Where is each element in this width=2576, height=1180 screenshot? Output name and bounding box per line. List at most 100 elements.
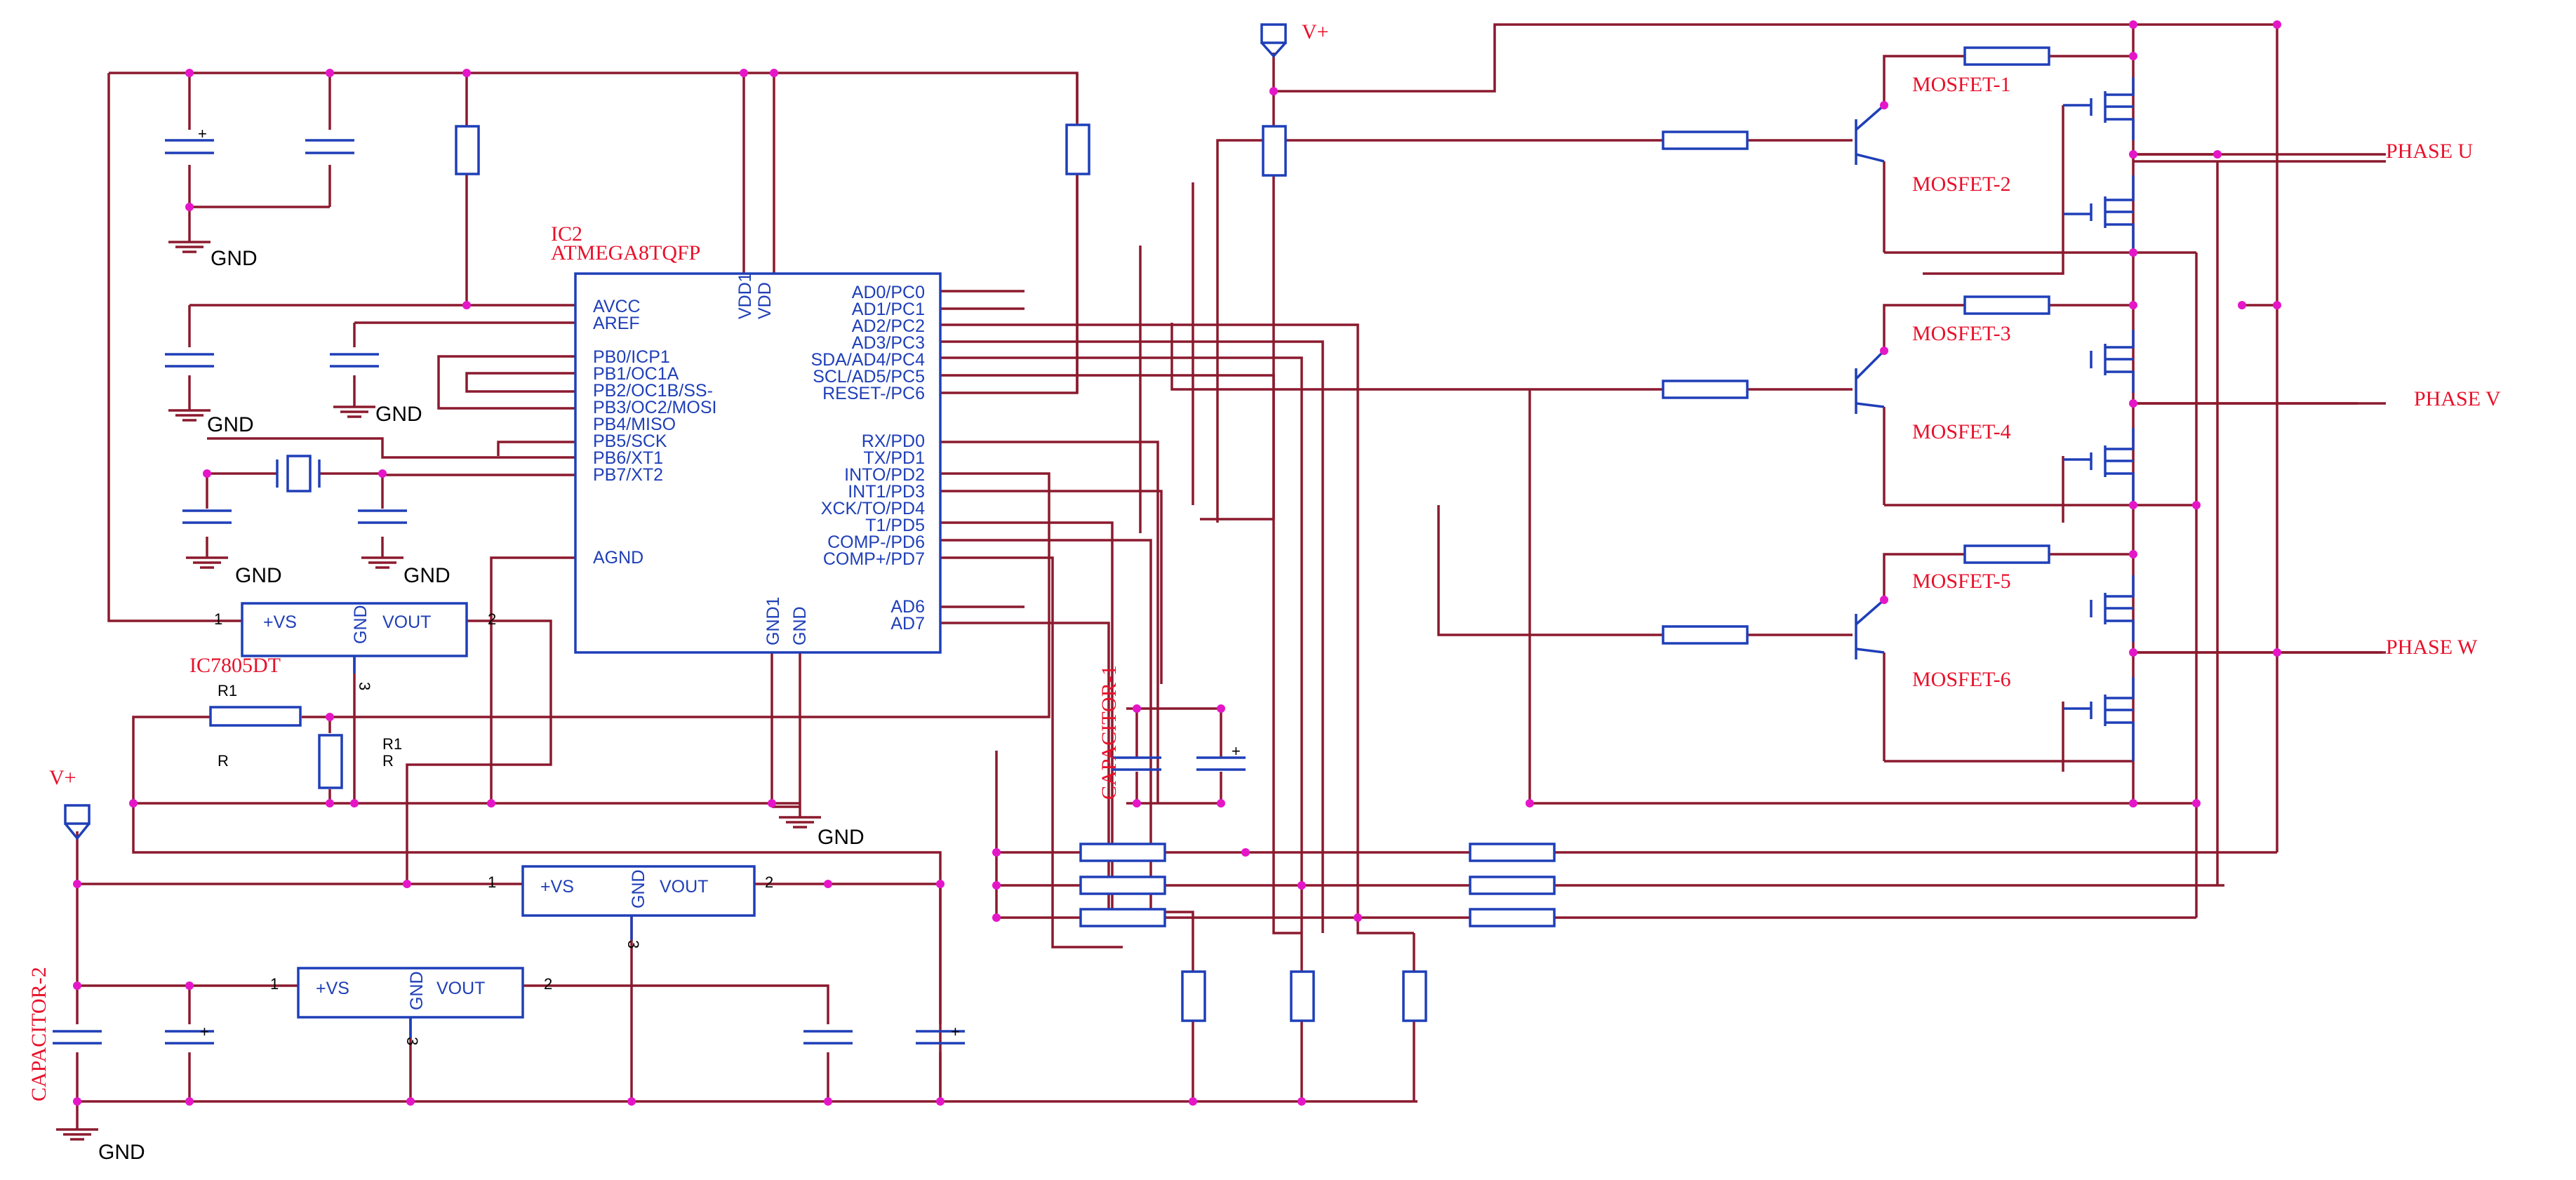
pin-pb0: PB0/ICP1 <box>593 347 670 367</box>
ic2-part: ATMEGA8TQFP <box>551 241 700 264</box>
resistor <box>1469 843 1556 862</box>
pin-pb6: PB6/XT1 <box>593 448 663 468</box>
r1-side-label: R1 <box>382 735 402 753</box>
resistor <box>1963 544 2050 564</box>
vplus-top-label: V+ <box>1302 20 1329 43</box>
pin-pb7: PB7/XT2 <box>593 465 663 485</box>
reg3-pin3: 3 <box>403 1037 421 1045</box>
cap-plus: + <box>198 125 207 142</box>
reg2-pin2: 2 <box>765 873 773 891</box>
resistor <box>1402 970 1427 1022</box>
resistor <box>1963 295 2050 315</box>
crystal <box>276 455 321 492</box>
pin-pc2: AD2/PC2 <box>852 316 925 336</box>
pin-pc4: SDA/AD4/PC4 <box>810 350 925 370</box>
pin-pb5: PB5/SCK <box>593 431 667 451</box>
pin-avcc: AVCC <box>593 297 641 316</box>
mosfet-4 <box>2063 428 2135 505</box>
vplus-left-label: V+ <box>49 766 76 789</box>
resistor <box>1662 625 1749 645</box>
resistor <box>1079 908 1166 927</box>
pin-ad6: AD6 <box>890 597 925 617</box>
reg2-pin1: 1 <box>488 873 496 891</box>
reg1-vs: +VS <box>263 612 297 632</box>
pin-vdd1: VDD1 <box>735 272 755 319</box>
gnd-label: GND <box>375 403 422 426</box>
mosfet-5 <box>2090 575 2135 642</box>
gnd-label: GND <box>235 564 282 587</box>
gnd-label: GND <box>817 826 865 849</box>
components <box>53 23 2386 1141</box>
capacitor-1-label: CAPACITOR-1 <box>1097 665 1121 800</box>
mosfet-5-label: MOSFET-5 <box>1912 570 2011 593</box>
labels: IC2 ATMEGA8TQFP AVCC AREF PB0/ICP1 PB1/O… <box>27 20 2501 1164</box>
resistor <box>1181 970 1206 1022</box>
cap-plus: + <box>200 1023 209 1040</box>
mosfet-2 <box>2063 175 2135 253</box>
reg3-vs: +VS <box>316 979 349 998</box>
reg2-gnd: GND <box>629 869 648 909</box>
regulator-2-body <box>521 865 756 917</box>
pin-pb2: PB2/OC1B/SS- <box>593 381 713 401</box>
reg3-gnd: GND <box>407 971 427 1010</box>
capacitor-2-label: CAPACITOR-2 <box>27 967 51 1101</box>
reg1-vout: VOUT <box>382 612 431 632</box>
resistor <box>1662 380 1749 399</box>
reg3-pin1: 1 <box>270 975 279 993</box>
resistor <box>1963 46 2050 66</box>
resistor <box>1079 843 1166 862</box>
pin-aref: AREF <box>593 314 640 333</box>
ic2-body <box>574 272 942 654</box>
resistor <box>1065 123 1090 175</box>
reg2-pin3: 3 <box>625 940 642 948</box>
reg1-ref: IC7805DT <box>189 654 281 677</box>
bjt-2 <box>1855 349 1886 414</box>
pin-pc0: AD0/PC0 <box>852 283 925 302</box>
vplus-top-symbol <box>1260 23 1287 58</box>
ic2-ref: IC2 <box>551 222 582 246</box>
bjt-1 <box>1855 104 1886 165</box>
reg1-pin3: 3 <box>356 682 373 690</box>
phase-w-label: PHASE W <box>2386 636 2478 659</box>
gnd-label: GND <box>211 247 258 270</box>
resistor <box>1662 130 1749 150</box>
pin-pc5: SCL/AD5/PC5 <box>813 367 925 387</box>
reg2-vs: +VS <box>540 877 574 897</box>
pin-pd7: COMP+/PD7 <box>823 549 925 569</box>
r1-top-label: R1 <box>218 682 237 699</box>
regulator-3-body <box>297 967 524 1019</box>
pin-gnd1: GND1 <box>763 597 783 645</box>
reg1-pin1: 1 <box>214 610 222 628</box>
pin-agnd: AGND <box>593 548 643 568</box>
resistor <box>455 125 480 175</box>
pin-pc1: AD1/PC1 <box>852 300 925 319</box>
mosfet-6 <box>2063 677 2135 761</box>
pin-ad7: AD7 <box>890 614 925 633</box>
gnd-label: GND <box>207 413 254 436</box>
mosfet-1 <box>2063 77 2135 140</box>
pin-pc3: AD3/PC3 <box>852 333 925 353</box>
vplus-left-symbol <box>64 804 91 840</box>
pin-pb4: PB4/MISO <box>593 415 676 434</box>
mosfet-1-label: MOSFET-1 <box>1912 73 2011 96</box>
pin-pd4: XCK/TO/PD4 <box>821 499 925 518</box>
reg1-gnd: GND <box>351 605 371 644</box>
gnd-symbols <box>56 241 821 1141</box>
pin-pd5: T1/PD5 <box>865 516 925 535</box>
resistor <box>1079 876 1166 895</box>
pin-pd2: INTO/PD2 <box>844 465 925 485</box>
mosfet-6-label: MOSFET-6 <box>1912 668 2011 691</box>
pin-pd3: INT1/PD3 <box>848 482 925 502</box>
phase-v-label: PHASE V <box>2414 387 2501 410</box>
resistor <box>318 734 343 789</box>
cap-plus: + <box>1232 742 1241 760</box>
pin-pd0: RX/PD0 <box>862 431 925 451</box>
resistor <box>209 706 302 727</box>
pin-pb1: PB1/OC1A <box>593 364 679 384</box>
resistor <box>1290 970 1315 1022</box>
reg3-vout: VOUT <box>436 979 485 998</box>
r-top-label: R <box>218 752 229 770</box>
reg2-vout: VOUT <box>660 877 708 897</box>
junctions <box>73 20 2281 1106</box>
